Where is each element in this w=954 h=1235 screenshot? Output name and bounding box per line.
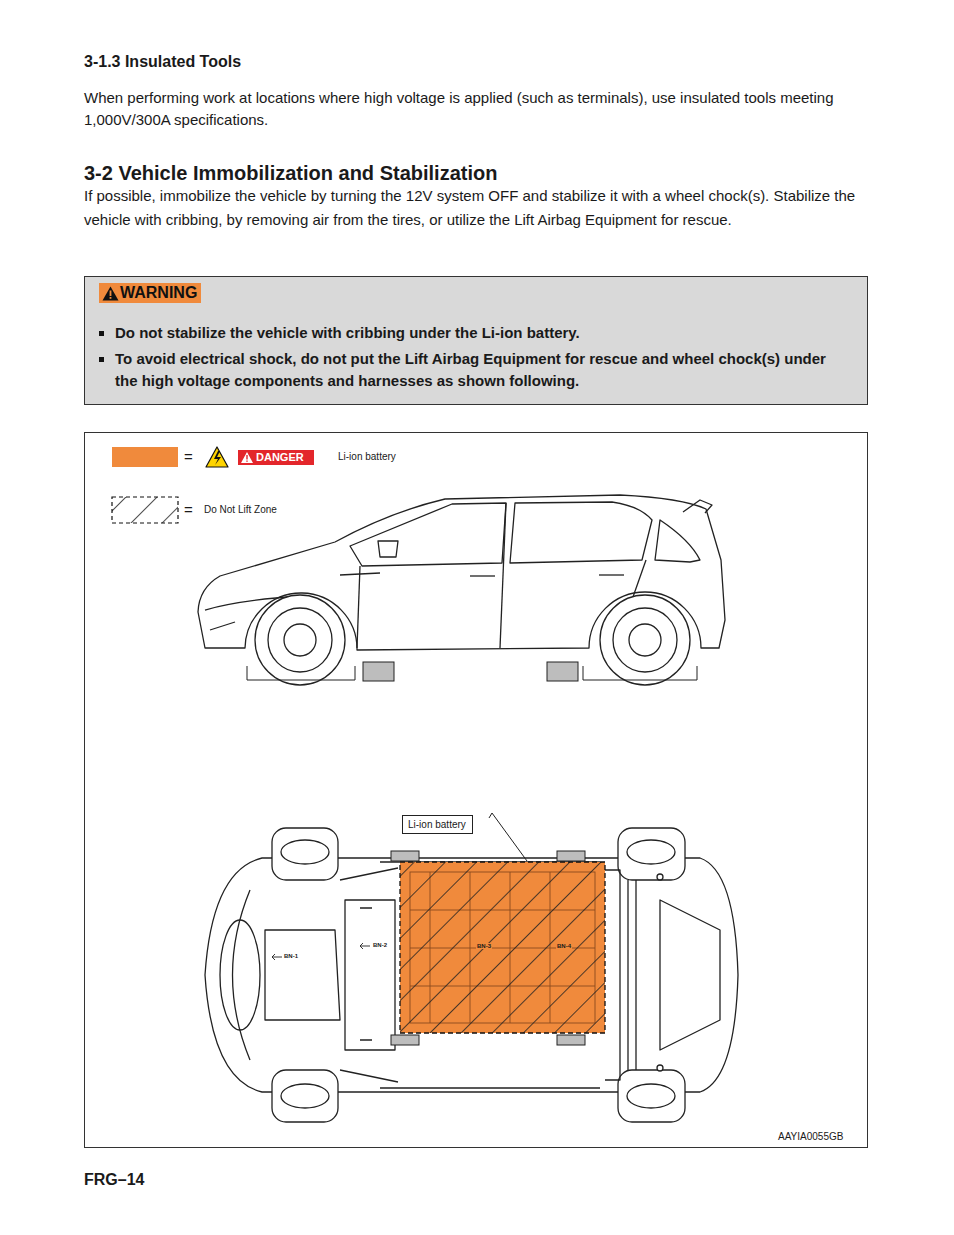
battery-zone [400, 862, 605, 1033]
bullet-row: To avoid electrical shock, do not put th… [99, 348, 851, 392]
danger-text: DANGER [256, 450, 304, 465]
warning-box: WARNING Do not stabilize the vehicle with… [84, 276, 868, 405]
connector-name: BN-1 [283, 953, 299, 959]
figure-frame [85, 433, 868, 1148]
page-number: FRG–14 [84, 1171, 144, 1189]
warning-item: To avoid electrical shock, do not put th… [115, 348, 851, 392]
bullet-row: Do not stabilize the vehicle with cribbi… [99, 322, 851, 344]
section-heading: 3-1.3 Insulated Tools [84, 53, 241, 71]
leader-line [489, 813, 527, 861]
lift-point [391, 851, 585, 1045]
car-bottom-view [205, 828, 738, 1122]
hatch-swatch [112, 497, 178, 523]
equals-sign: = [184, 501, 193, 518]
bullet-marker [99, 357, 104, 362]
bn-arrow [272, 943, 370, 960]
connector-name: BN-2 [372, 942, 388, 948]
lift-point [363, 662, 394, 681]
section-title: 3-2 Vehicle Immobilization and Stabiliza… [84, 162, 497, 185]
warning-triangle [102, 286, 119, 301]
bullet-marker [99, 331, 104, 336]
car-side-view [198, 495, 725, 685]
body-text: When performing work at locations where … [84, 87, 874, 131]
legend-text: Do Not Lift Zone [204, 504, 277, 515]
warning-title: WARNING [120, 284, 197, 302]
warning-item: Do not stabilize the vehicle with cribbi… [115, 322, 851, 344]
danger-badge [238, 450, 314, 465]
legend-swatch [112, 447, 178, 467]
warning-badge: WARNING [99, 283, 201, 303]
connector-name: BN-4 [556, 943, 572, 949]
body-text: If possible, immobilize the vehicle by t… [84, 184, 874, 232]
legend-text: Li-ion battery [338, 451, 396, 462]
connector-name: BN-3 [476, 943, 492, 949]
callout-text: Li-ion battery [408, 818, 467, 831]
lift-point [547, 662, 578, 681]
equals-sign: = [184, 448, 193, 465]
figure-code: AAYIA0055GB [778, 1131, 843, 1142]
callout-box: Li-ion battery [402, 815, 473, 834]
high-voltage-icon [206, 447, 228, 467]
